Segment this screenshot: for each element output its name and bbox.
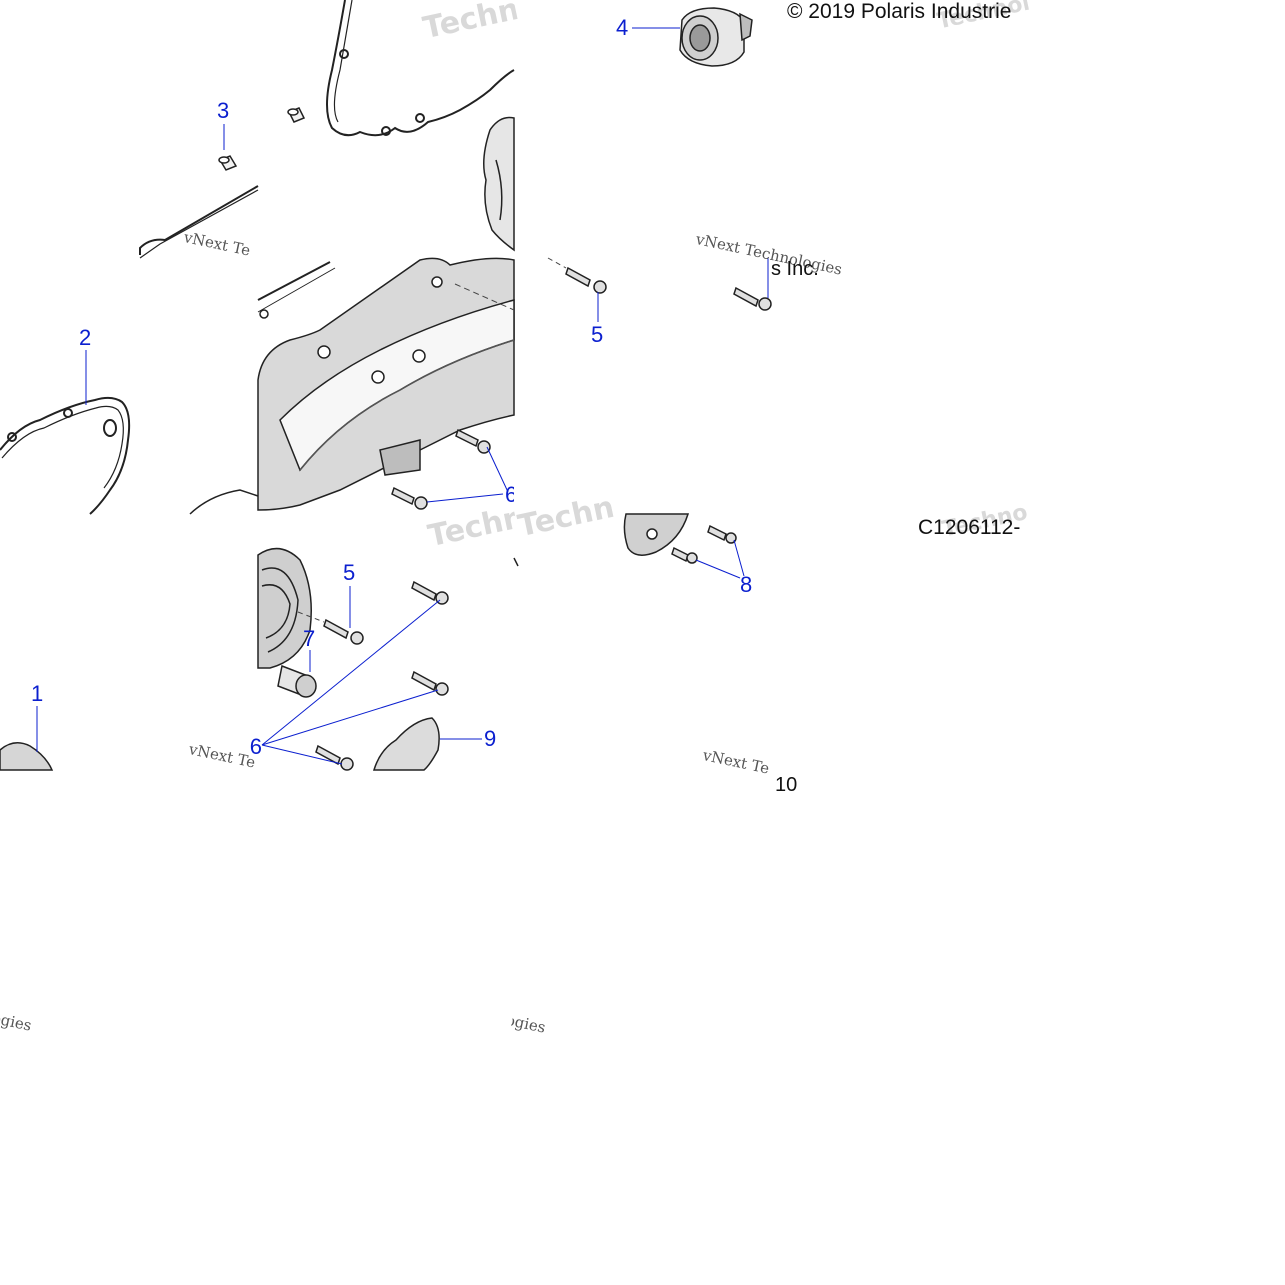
copyright-tail: s Inc. — [771, 258, 819, 280]
outer-cover — [257, 547, 312, 669]
callout-6-upper[interactable]: 6 — [505, 484, 514, 506]
callout-4[interactable]: 4 — [616, 15, 629, 40]
callout-10[interactable]: 10 — [775, 774, 798, 796]
bolts-5-upper — [565, 266, 772, 311]
gasket-strip-top — [139, 185, 259, 259]
callout-1[interactable]: 1 — [31, 681, 44, 706]
bolts-8 — [671, 524, 737, 564]
callout-2[interactable]: 2 — [79, 325, 92, 350]
callout-3[interactable]: 3 — [217, 98, 230, 123]
figure-number: C1206112- — [918, 516, 1021, 539]
callout-8[interactable]: 8 — [740, 572, 753, 597]
inner-cover-upper — [483, 116, 515, 252]
gasket-2 — [0, 396, 131, 515]
dowel-pin-3 — [218, 155, 238, 171]
part-1 — [0, 742, 54, 771]
dowel-pin-upper — [287, 107, 306, 123]
part-4 — [679, 7, 753, 67]
callout-6-lower[interactable]: 6 — [250, 736, 262, 758]
bracket-fragment — [623, 513, 690, 556]
part-9 — [372, 717, 440, 771]
clutch-cover — [257, 257, 515, 511]
cover-gasket-top — [326, 0, 515, 137]
callout-5-upper[interactable]: 5 — [591, 322, 604, 347]
cover-fragment-left — [189, 489, 259, 515]
callout-7[interactable]: 7 — [303, 626, 316, 651]
copyright-text: © 2019 Polaris Industrie — [787, 0, 1012, 23]
bolts-6-upper — [391, 428, 491, 510]
callout-9[interactable]: 9 — [484, 726, 497, 751]
bolts-5-lower — [315, 580, 449, 771]
plug-7 — [277, 664, 317, 698]
callout-5-lower[interactable]: 5 — [343, 560, 356, 585]
